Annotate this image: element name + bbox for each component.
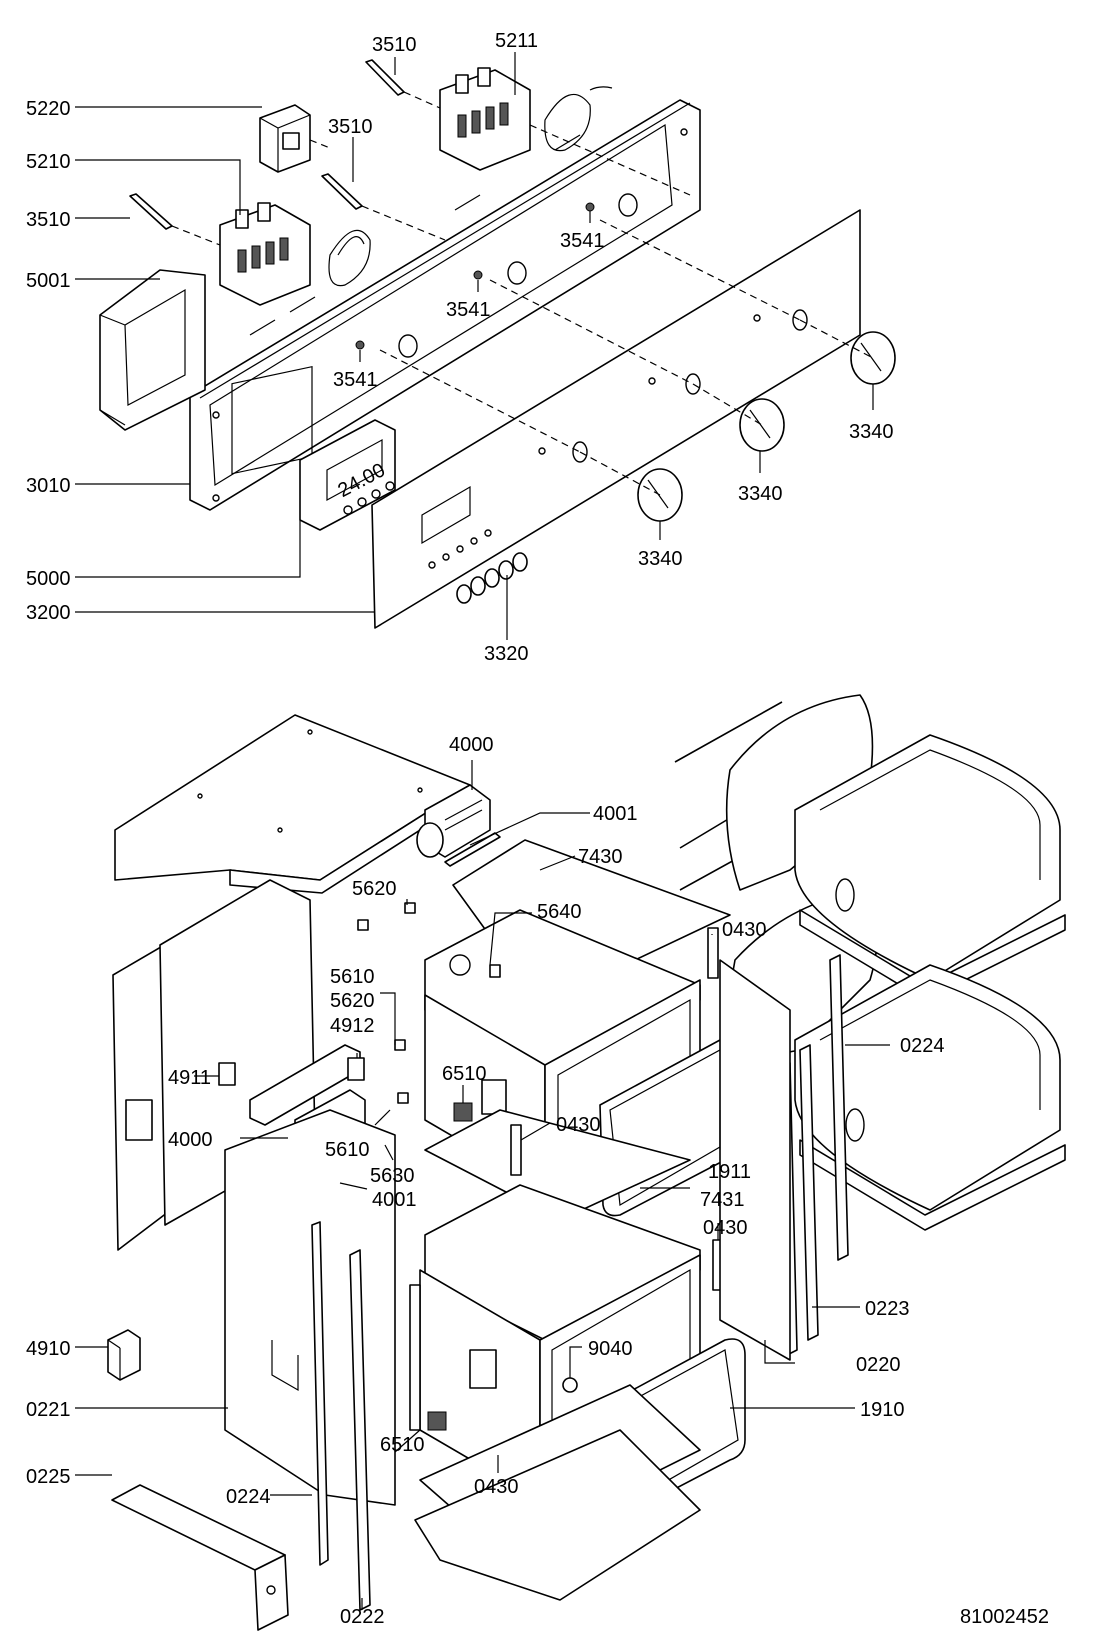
callout-3510-left: 3510	[26, 209, 71, 231]
callout-0430-mid: 0430	[556, 1114, 601, 1136]
callout-3340-b: 3340	[738, 483, 783, 505]
lamp-6510-top	[453, 1102, 473, 1122]
callout-5220: 5220	[26, 98, 71, 120]
screw-3541-a	[585, 202, 595, 212]
knob-3340-b	[739, 398, 785, 452]
screw-3541-c	[355, 340, 365, 350]
plinth-0225	[111, 1484, 289, 1631]
callout-0221: 0221	[26, 1399, 71, 1421]
callout-0220: 0220	[856, 1354, 901, 1376]
callout-3541-a: 3541	[560, 230, 605, 252]
callout-0224-right: 0224	[900, 1035, 945, 1057]
rod-3510-mid	[321, 173, 363, 210]
callout-labels: 3510 5211 5220 3510 5210 3510 3541 5001 …	[26, 30, 1049, 1628]
callout-0430-bottom: 0430	[474, 1476, 519, 1498]
callout-1910: 1910	[860, 1399, 905, 1421]
callout-4911: 4911	[168, 1067, 211, 1089]
drawing-number: 81002452	[960, 1606, 1049, 1628]
rail-0224-right	[829, 954, 849, 1261]
push-buttons-3320	[456, 552, 528, 604]
rod-3510-left	[129, 193, 173, 230]
callout-0430-low: 0430	[703, 1217, 748, 1239]
callout-5620-mid: 5620	[330, 990, 375, 1012]
callout-5620-top: 5620	[352, 878, 397, 900]
clip-0430-top	[707, 927, 719, 979]
callout-5630: 5630	[370, 1165, 415, 1187]
panel-frame-3010	[189, 99, 701, 511]
callout-3541-b: 3541	[446, 299, 491, 321]
callout-1911: 1911	[708, 1161, 751, 1183]
callout-3340-a: 3340	[849, 421, 894, 443]
fan-motor-4000-top	[416, 784, 491, 858]
bracket-4912	[249, 1044, 365, 1126]
bottom-tray	[414, 1384, 701, 1601]
clip-0430-mid	[510, 1124, 522, 1176]
callout-4000-top: 4000	[449, 734, 494, 756]
callout-0224-left: 0224	[226, 1486, 271, 1508]
thermostat-5220	[259, 104, 311, 173]
callout-4000-mid: 4000	[168, 1129, 213, 1151]
callout-6510-top: 6510	[442, 1063, 487, 1085]
switch-5210	[219, 202, 371, 306]
screw-3541-b	[473, 270, 483, 280]
bracket-4001-top	[444, 832, 501, 867]
rail-0224-left	[311, 1221, 329, 1566]
leader-lines	[75, 52, 890, 1610]
callout-6510-low: 6510	[380, 1434, 425, 1456]
callout-5610-top: 5610	[330, 966, 375, 988]
top-cover	[114, 714, 471, 894]
bracket-5001	[99, 269, 206, 431]
side-panel-right	[719, 959, 791, 1361]
callout-0430-top: 0430	[722, 919, 767, 941]
control-panel-assembly: 24.00	[99, 59, 896, 629]
callout-7431: 7431	[700, 1189, 745, 1211]
insulation-strip	[674, 701, 783, 763]
callout-5610-mid: 5610	[325, 1139, 370, 1161]
callout-5001: 5001	[26, 270, 71, 292]
rod-3510-top	[365, 59, 405, 96]
callout-4910: 4910	[26, 1338, 71, 1360]
side-panel-0221	[224, 1109, 396, 1506]
callout-5210: 5210	[26, 151, 71, 173]
callout-4912: 4912	[330, 1015, 375, 1037]
callout-0225: 0225	[26, 1466, 71, 1488]
callout-3510-top: 3510	[372, 34, 417, 56]
callout-4001-mid: 4001	[372, 1189, 417, 1211]
oven-body-assembly	[107, 694, 1066, 1631]
knob-3340-c	[850, 331, 896, 385]
callout-7430: 7430	[578, 846, 623, 868]
switch-4911	[218, 1062, 236, 1086]
callout-3510-mid: 3510	[328, 116, 373, 138]
callout-0223: 0223	[865, 1298, 910, 1320]
rail-0222	[349, 1249, 371, 1611]
callout-3200: 3200	[26, 602, 71, 624]
callout-3340-c: 3340	[638, 548, 683, 570]
clock-module-5000: 24.00	[299, 419, 396, 531]
front-fascia-3200	[371, 209, 861, 629]
callout-3010: 3010	[26, 475, 71, 497]
callout-5211: 5211	[495, 30, 538, 52]
callout-3320: 3320	[484, 643, 529, 665]
callout-9040: 9040	[588, 1338, 633, 1360]
lamp-6510-low	[427, 1411, 447, 1431]
callout-5000: 5000	[26, 568, 71, 590]
rail-0223	[799, 1044, 819, 1341]
insulation-strip	[679, 817, 731, 849]
lamp-9040	[562, 1377, 578, 1393]
callout-5640: 5640	[537, 901, 582, 923]
callout-0222: 0222	[340, 1606, 385, 1628]
module-4910	[107, 1329, 141, 1381]
callout-4001-top: 4001	[593, 803, 638, 825]
callout-3541-c: 3541	[333, 369, 378, 391]
switch-5211	[439, 67, 613, 171]
